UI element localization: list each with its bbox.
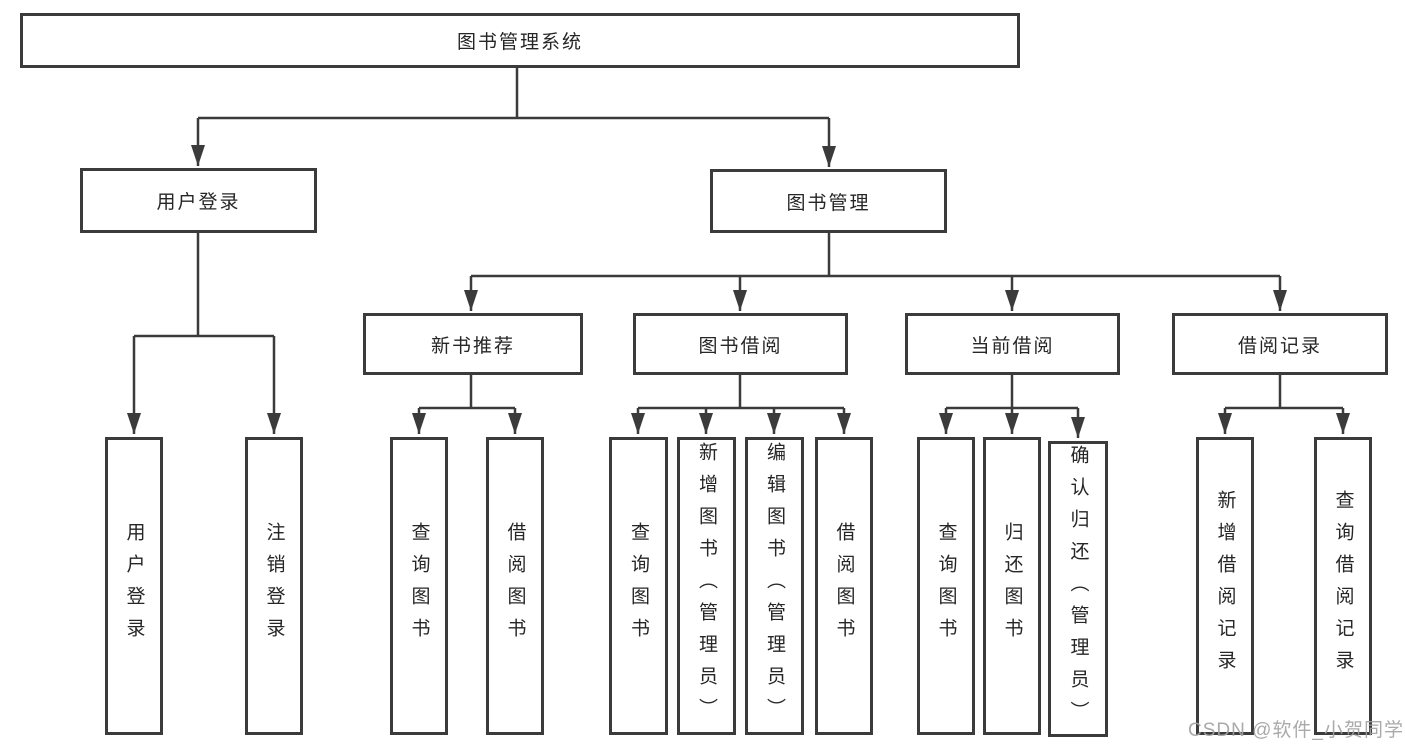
leaf-query-borrow-record: 查询借阅记录	[1314, 437, 1372, 735]
connector-borrow-records-group	[1225, 375, 1343, 410]
leaf-label: 查询图书	[408, 522, 430, 650]
node-book-borrow: 图书借阅	[633, 313, 848, 375]
node-current-borrow: 当前借阅	[905, 313, 1120, 375]
node-label: 图书管理系统	[456, 32, 583, 53]
node-label: 图书管理	[786, 192, 871, 214]
leaf-label: 确认归还（管理员）	[1067, 445, 1089, 733]
node-label: 图书借阅	[698, 335, 783, 357]
leaf-logout: 注销登录	[245, 437, 303, 735]
leaf-label: 查询图书	[628, 522, 649, 650]
leaf-borrow-books-recommend: 借阅图书	[486, 437, 544, 735]
leaf-query-books-borrow: 查询图书	[609, 437, 668, 735]
node-user-login: 用户登录	[80, 168, 317, 233]
connector-user-login-group	[134, 233, 274, 338]
node-book-management: 图书管理	[710, 169, 947, 233]
connector-current-borrow-group	[946, 375, 1078, 410]
leaf-label: 归还图书	[1001, 522, 1023, 650]
leaf-confirm-return-admin: 确认归还（管理员）	[1048, 441, 1108, 737]
connector-book-management-group	[471, 233, 1280, 278]
leaf-label: 注销登录	[263, 522, 285, 650]
node-new-book-recommend: 新书推荐	[363, 313, 583, 375]
leaf-query-books-current: 查询图书	[917, 437, 975, 735]
leaf-label: 查询图书	[935, 522, 957, 650]
leaf-query-books-recommend: 查询图书	[390, 437, 448, 735]
connector-book-borrow-group	[638, 375, 844, 410]
node-root-system: 图书管理系统	[20, 13, 1020, 68]
leaf-label: 新增图书（管理员）	[696, 442, 717, 730]
leaf-user-login: 用户登录	[105, 437, 163, 735]
leaf-label: 用户登录	[123, 522, 145, 650]
leaf-label: 借阅图书	[504, 522, 526, 650]
leaf-edit-books-admin: 编辑图书（管理员）	[745, 437, 804, 735]
connector-root-to-level2	[198, 68, 829, 120]
leaf-label: 借阅图书	[833, 522, 855, 650]
leaf-return-books: 归还图书	[983, 437, 1041, 735]
connector-new-book-group	[419, 375, 515, 410]
leaf-add-borrow-record: 新增借阅记录	[1196, 437, 1254, 735]
csdn-watermark: CSDN @软件_小贺同学	[1188, 720, 1404, 741]
leaf-label: 编辑图书（管理员）	[764, 442, 785, 730]
leaf-borrow-books: 借阅图书	[815, 437, 873, 735]
node-label: 新书推荐	[430, 335, 515, 357]
node-borrow-records: 借阅记录	[1172, 313, 1388, 375]
leaf-label: 查询借阅记录	[1332, 490, 1354, 682]
leaf-label: 新增借阅记录	[1214, 490, 1236, 682]
node-label: 借阅记录	[1237, 335, 1322, 357]
node-label: 当前借阅	[970, 335, 1055, 357]
node-label: 用户登录	[156, 192, 241, 213]
leaf-add-books-admin: 新增图书（管理员）	[677, 437, 736, 735]
